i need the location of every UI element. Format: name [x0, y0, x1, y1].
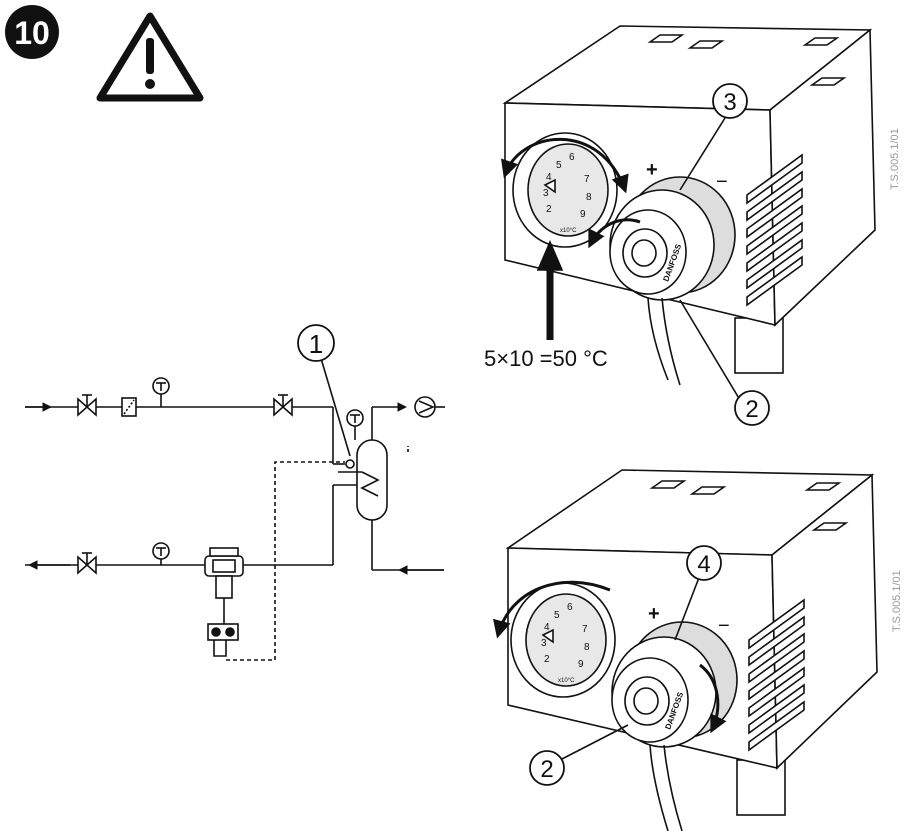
pump-symbol: [414, 396, 445, 418]
callout-2-bottom: 2: [529, 750, 565, 786]
callout-1: 1: [297, 324, 335, 362]
dial-number: 2: [546, 204, 552, 215]
callout-4-label: 4: [697, 551, 710, 578]
step-number: 10: [14, 15, 50, 51]
callout-2-label: 2: [540, 756, 553, 783]
dial-number: 9: [580, 209, 586, 220]
setpoint-formula: 5×10 =50 °C: [484, 346, 608, 371]
dial-scale-bottom: 3 4 5 6 7 8 9 2 x10°C: [541, 602, 590, 684]
strainer: [121, 397, 137, 417]
dial-scale-top: 3 4 5 6 7 8 9 2 x10°C: [543, 152, 592, 234]
dial-number: 4: [546, 172, 552, 183]
minus-mark: −: [716, 171, 728, 193]
dial-number: 8: [584, 642, 590, 653]
setting-knob-top[interactable]: [609, 176, 736, 301]
dial-number: 7: [584, 174, 590, 185]
callout-4: 4: [686, 545, 722, 581]
shutoff-valve-1: [77, 394, 97, 417]
callout-2-label: 2: [745, 396, 758, 423]
dial-number: 4: [544, 622, 550, 633]
step-badge: 10: [5, 5, 59, 59]
callout-3: 3: [712, 83, 748, 119]
thermostat-view-bottom: [493, 469, 878, 831]
plus-mark: +: [646, 159, 658, 181]
thermometer-gauge-2: [346, 409, 364, 440]
plus-mark: +: [648, 603, 660, 625]
callout-3-label: 3: [723, 89, 736, 116]
dial-number: 7: [582, 624, 588, 635]
control-valve: [204, 547, 244, 657]
vent-grille: [746, 153, 803, 307]
dial-number: 5: [556, 160, 562, 171]
thermometer-gauge-3: [152, 542, 170, 565]
dial-unit: x10°C: [560, 228, 577, 234]
piping-schematic: [25, 354, 445, 661]
minus-mark: −: [718, 615, 730, 637]
dial-number: 9: [578, 659, 584, 670]
dial-number: 6: [569, 152, 575, 163]
figure-reference-top: T.S.005.1/01: [889, 128, 901, 190]
shutoff-valve-3: [77, 552, 97, 575]
dial-number: 3: [541, 638, 547, 649]
setting-knob-bottom[interactable]: [611, 621, 738, 748]
shutoff-valve-2: [273, 394, 293, 417]
water-heater-tank: [338, 439, 388, 521]
figure-reference-bottom: T.S.005.1/01: [891, 570, 903, 632]
dial-unit: x10°C: [558, 678, 575, 684]
callout-2-top: 2: [734, 390, 770, 426]
temperature-dial-bottom[interactable]: [510, 582, 616, 698]
dial-number: 3: [543, 188, 549, 199]
warning-triangle-icon: [96, 12, 204, 102]
callout-1-label: 1: [309, 329, 323, 359]
thermometer-gauge-1: [152, 377, 170, 407]
dial-number: 8: [586, 192, 592, 203]
dial-number: 6: [567, 602, 573, 613]
dial-number: 5: [554, 610, 560, 621]
thermostat-view-top: [501, 25, 876, 401]
vent-grille: [748, 598, 805, 752]
dial-number: 2: [544, 654, 550, 665]
